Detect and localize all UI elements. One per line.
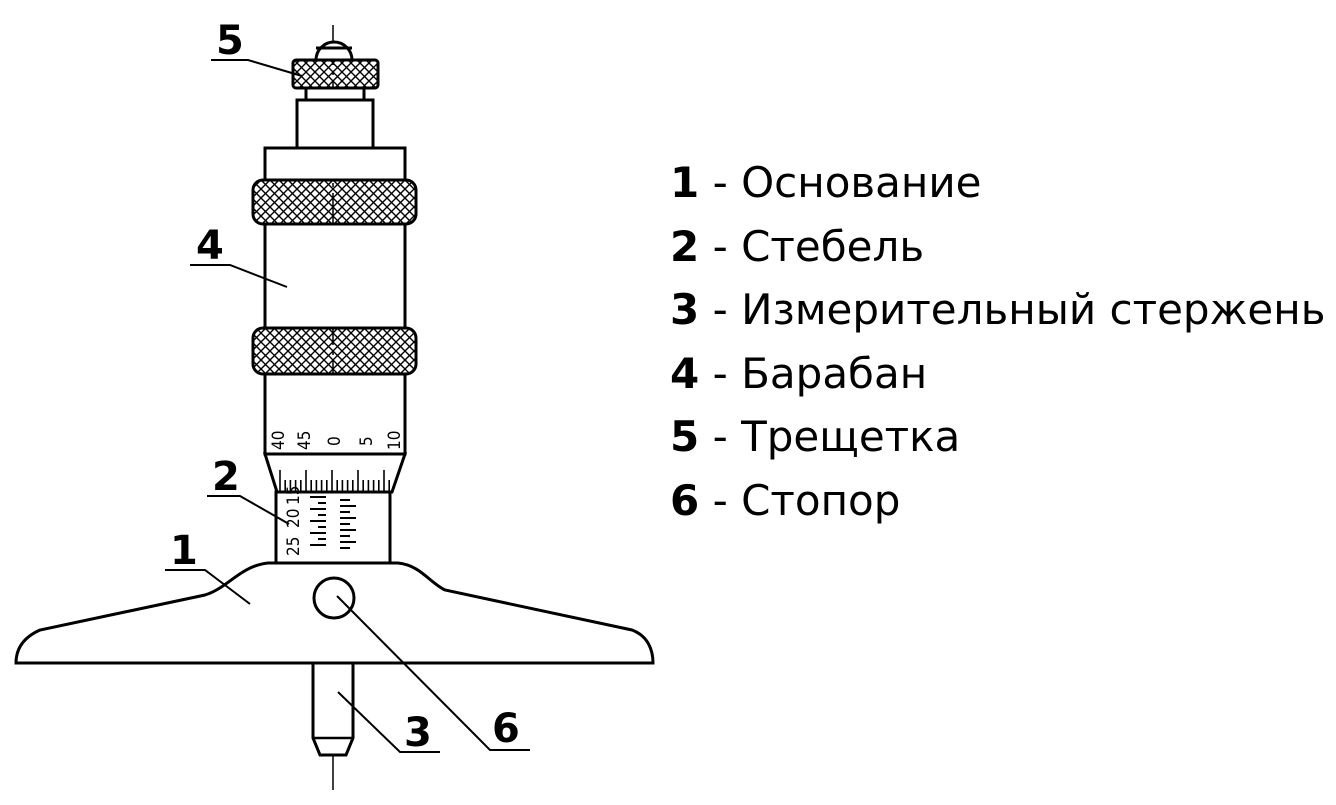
stem-sleeve	[274, 490, 392, 565]
sleeve-scale-label: 20	[284, 509, 304, 528]
legend-item: 1 - Основание	[670, 158, 982, 207]
legend-name: Барабан	[741, 348, 928, 398]
sleeve-scale-labels: 25 20 15	[284, 486, 304, 556]
callout-6: 6	[492, 706, 520, 752]
thimble-graduation-ticks	[279, 470, 391, 492]
measuring-rod	[311, 663, 355, 757]
legend-item: 4 - Барабан	[670, 348, 928, 398]
callout-1: 1	[170, 528, 198, 574]
ratchet	[291, 40, 380, 150]
legend-number: 3	[670, 285, 700, 334]
thimble-cap	[263, 146, 407, 182]
legend-item: 3 - Измерительный стержень	[670, 285, 1326, 334]
upper-knurled-ring	[251, 178, 418, 226]
lower-knurled-ring	[251, 326, 418, 376]
callout-3: 3	[404, 710, 432, 756]
legend-number: 1	[670, 158, 700, 207]
legend-item: 2 - Стебель	[670, 221, 925, 271]
legend-name: Измерительный стержень	[741, 285, 1326, 334]
callout-2: 2	[212, 454, 240, 500]
legend-name: Основание	[741, 158, 982, 207]
thimble-body	[263, 222, 407, 330]
legend-item: 5 - Трещетка	[670, 412, 961, 461]
thimble-scale-label: 0	[325, 436, 345, 446]
thimble-scale-label: 45	[295, 431, 315, 450]
parts-legend: 1 - Основание 2 - Стебель 3 - Измеритель…	[670, 158, 1325, 539]
thimble-scale-label: 10	[385, 431, 405, 450]
legend-number: 4	[670, 348, 700, 398]
thimble-scale-labels: 40 45 0 5 10	[269, 431, 405, 450]
sleeve-scale-label: 25	[284, 537, 304, 556]
thimble-scale-label: 5	[357, 436, 377, 446]
callout-4: 4	[196, 223, 224, 269]
thimble-scale-band	[263, 372, 407, 456]
legend-name: Трещетка	[741, 412, 961, 461]
legend-name: Стебель	[741, 221, 925, 271]
sleeve-graduation-ticks	[310, 496, 356, 549]
sleeve-scale-label: 15	[284, 486, 304, 505]
callout-5: 5	[216, 18, 244, 64]
legend-number: 6	[670, 475, 700, 525]
legend-number: 2	[670, 221, 700, 271]
legend-number: 5	[670, 412, 700, 461]
leader-lines	[165, 59, 530, 753]
legend-name: Стопор	[741, 475, 901, 525]
lock-screw	[312, 576, 356, 620]
thimble-scale-label: 40	[269, 431, 289, 450]
legend-item: 6 - Стопор	[670, 475, 901, 525]
